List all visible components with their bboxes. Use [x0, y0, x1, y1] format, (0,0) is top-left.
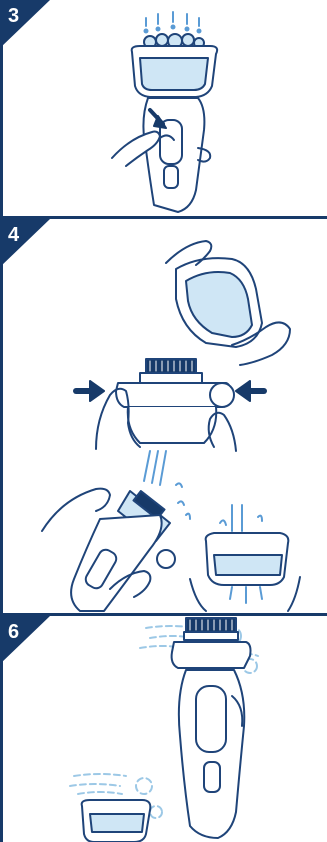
step-3-panel: 3 — [0, 0, 327, 216]
step-number-3: 3 — [8, 6, 19, 26]
step-number-4: 4 — [8, 225, 19, 245]
remove-and-rinse-outer-foil-icon — [0, 219, 327, 613]
step-4-panel: 4 — [0, 219, 327, 613]
step-6-panel: 6 — [0, 616, 327, 842]
step-number-6: 6 — [8, 622, 19, 642]
